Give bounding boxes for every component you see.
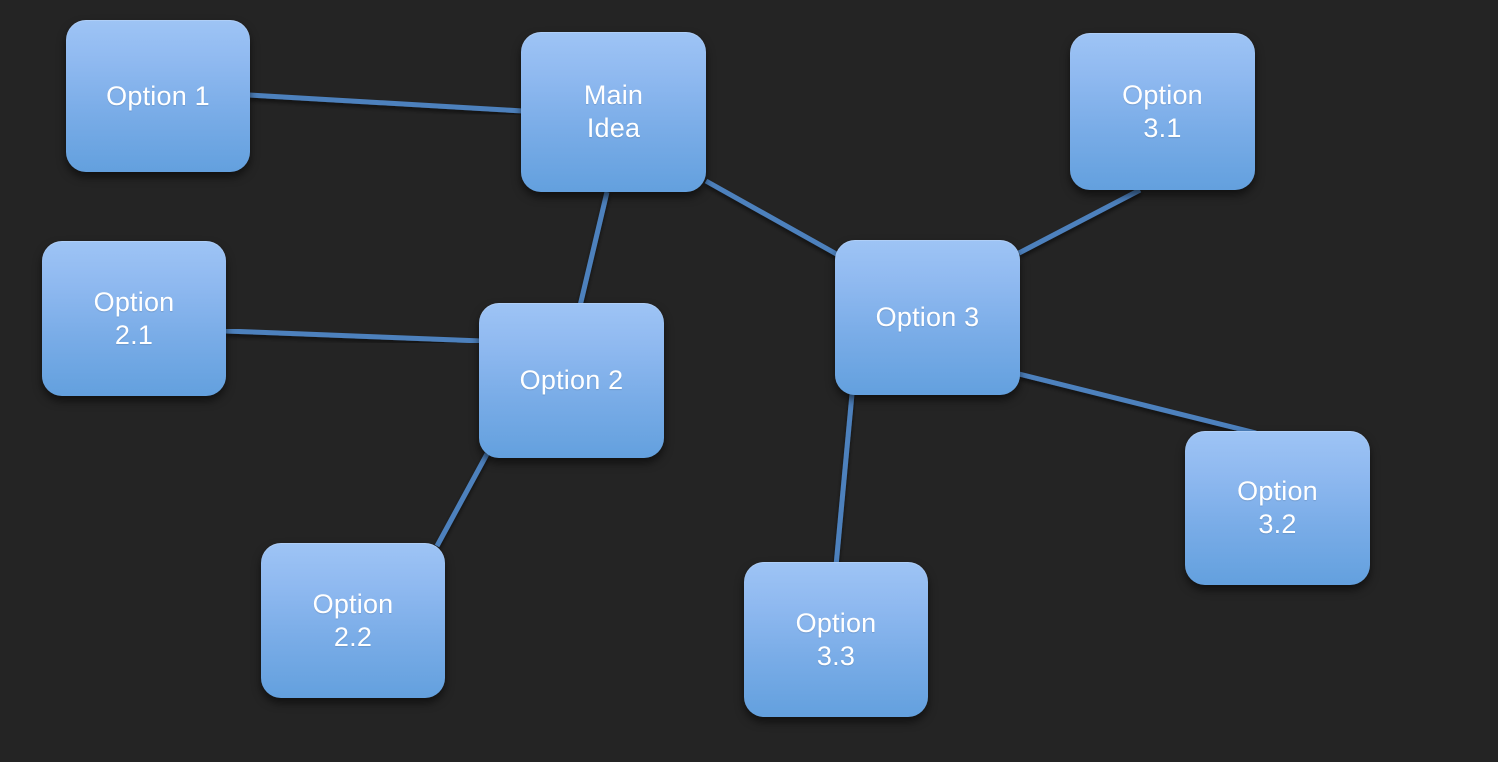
node-label-main-idea: Main Idea	[583, 80, 644, 143]
edge-option3-option33	[833, 393, 855, 567]
node-option-3-1[interactable]: Option 3.1	[1070, 33, 1255, 190]
edge-mainidea-option3	[704, 178, 842, 259]
node-option-2-1[interactable]: Option 2.1	[42, 241, 226, 396]
node-label-option-3: Option 3	[875, 302, 980, 333]
node-label-option-2-1: Option 2.1	[93, 286, 175, 350]
edge-option2-option22	[434, 452, 490, 548]
node-label-option-3-2: Option 3.2	[1237, 476, 1318, 539]
node-option-1[interactable]: Option 1	[66, 20, 250, 172]
node-option-3[interactable]: Option 3	[835, 240, 1020, 395]
node-label-option-3-1: Option 3.1	[1122, 79, 1203, 143]
node-label-option-2-2: Option 2.2	[312, 588, 394, 652]
edge-option1-mainidea	[248, 92, 524, 114]
node-option-2[interactable]: Option 2	[479, 303, 664, 458]
node-label-option-3-3: Option 3.3	[795, 607, 877, 671]
edge-option3-option32	[1018, 371, 1257, 436]
node-label-option-1: Option 1	[106, 80, 210, 111]
edge-option3-option31	[1017, 187, 1142, 256]
edge-option21-option2	[225, 328, 483, 344]
node-option-3-2[interactable]: Option 3.2	[1185, 431, 1370, 585]
node-option-2-2[interactable]: Option 2.2	[261, 543, 445, 698]
node-option-3-3[interactable]: Option 3.3	[744, 562, 928, 717]
node-label-option-2: Option 2	[519, 365, 624, 396]
edge-mainidea-option2	[577, 191, 610, 307]
node-main-idea[interactable]: Main Idea	[521, 32, 706, 192]
